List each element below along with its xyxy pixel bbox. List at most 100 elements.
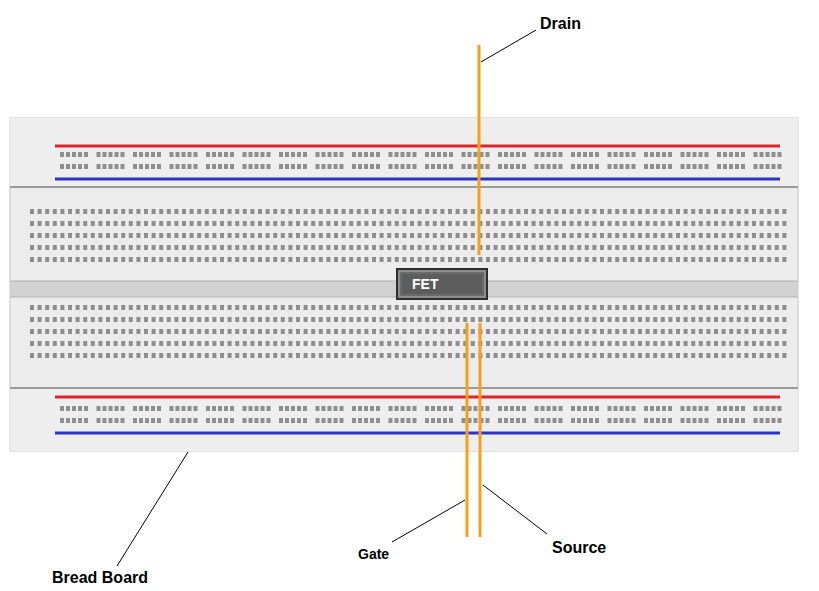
- breadboard-hole: [486, 406, 490, 411]
- breadboard-hole: [760, 257, 764, 262]
- breadboard-hole: [395, 329, 399, 334]
- negative-rail-line: [55, 178, 780, 181]
- breadboard-hole: [342, 329, 346, 334]
- breadboard-hole: [235, 209, 239, 214]
- breadboard-hole: [76, 221, 80, 226]
- breadboard-hole: [425, 353, 429, 358]
- breadboard-hole: [304, 305, 308, 310]
- breadboard-hole: [152, 341, 156, 346]
- breadboard-hole: [778, 418, 782, 423]
- hole-grid: [30, 152, 786, 423]
- breadboard-hole: [676, 341, 680, 346]
- breadboard-hole: [342, 317, 346, 322]
- breadboard-hole: [136, 329, 140, 334]
- breadboard-hole: [212, 406, 216, 411]
- breadboard-hole: [614, 418, 618, 423]
- breadboard-hole: [364, 209, 368, 214]
- breadboard-hole: [45, 317, 49, 322]
- breadboard-hole: [364, 341, 368, 346]
- breadboard-hole: [291, 418, 295, 423]
- breadboard-hole: [401, 164, 405, 169]
- breadboard-hole: [410, 341, 414, 346]
- breadboard-hole: [326, 329, 330, 334]
- breadboard-hole: [205, 341, 209, 346]
- breadboard-hole: [53, 245, 57, 250]
- breadboard-hole: [615, 233, 619, 238]
- breadboard-hole: [311, 305, 315, 310]
- breadboard-hole: [109, 164, 113, 169]
- breadboard-hole: [76, 329, 80, 334]
- breadboard-hole: [114, 233, 118, 238]
- breadboard-hole: [722, 257, 726, 262]
- fet-package: FET: [396, 268, 488, 300]
- breadboard-hole: [661, 233, 665, 238]
- breadboard-hole: [620, 418, 624, 423]
- breadboard-hole: [413, 406, 417, 411]
- breadboard-hole: [285, 418, 289, 423]
- breadboard-hole: [182, 152, 186, 157]
- breadboard-hole: [159, 245, 163, 250]
- breadboard-hole: [644, 406, 648, 411]
- breadboard-hole: [190, 341, 194, 346]
- breadboard-hole: [228, 305, 232, 310]
- breadboard-hole: [129, 221, 133, 226]
- breadboard-hole: [589, 152, 593, 157]
- breadboard-hole: [129, 353, 133, 358]
- breadboard-hole: [547, 221, 551, 226]
- breadboard-hole: [322, 152, 326, 157]
- breadboard-hole: [129, 305, 133, 310]
- breadboard-hole: [615, 353, 619, 358]
- breadboard-hole: [121, 353, 125, 358]
- breadboard-hole: [562, 341, 566, 346]
- breadboard-hole: [83, 233, 87, 238]
- breadboard-hole: [60, 152, 64, 157]
- breadboard-hole: [547, 329, 551, 334]
- breadboard-hole: [638, 341, 642, 346]
- breadboard-hole: [539, 353, 543, 358]
- breadboard-hole: [334, 152, 338, 157]
- breadboard-hole: [585, 341, 589, 346]
- breadboard-hole: [614, 152, 618, 157]
- breadboard-hole: [562, 221, 566, 226]
- breadboard-hole: [714, 305, 718, 310]
- breadboard-hole: [319, 329, 323, 334]
- breadboard-hole: [532, 245, 536, 250]
- breadboard-hole: [121, 341, 125, 346]
- breadboard-hole: [744, 257, 748, 262]
- breadboard-hole: [349, 317, 353, 322]
- breadboard-hole: [562, 257, 566, 262]
- breadboard-hole: [570, 245, 574, 250]
- breadboard-hole: [38, 245, 42, 250]
- breadboard-hole: [401, 418, 405, 423]
- breadboard-hole: [449, 406, 453, 411]
- breadboard-hole: [413, 152, 417, 157]
- breadboard-hole: [297, 406, 301, 411]
- breadboard-hole: [109, 406, 113, 411]
- breadboard-hole: [553, 164, 557, 169]
- breadboard-hole: [45, 245, 49, 250]
- breadboard-hole: [547, 341, 551, 346]
- breadboard-hole: [418, 221, 422, 226]
- breadboard-hole: [115, 152, 119, 157]
- breadboard-hole: [45, 305, 49, 310]
- breadboard-hole: [782, 317, 786, 322]
- breadboard-hole: [486, 329, 490, 334]
- breadboard-hole: [144, 245, 148, 250]
- breadboard-hole: [418, 341, 422, 346]
- breadboard-hole: [106, 233, 110, 238]
- breadboard-hole: [676, 209, 680, 214]
- breadboard-hole: [524, 305, 528, 310]
- breadboard-hole: [585, 305, 589, 310]
- breadboard-hole: [372, 221, 376, 226]
- breadboard-hole: [220, 341, 224, 346]
- breadboard-hole: [357, 245, 361, 250]
- breadboard-hole: [699, 152, 703, 157]
- breadboard-hole: [729, 353, 733, 358]
- breadboard-hole: [311, 257, 315, 262]
- breadboard-hole: [782, 305, 786, 310]
- breadboard-hole: [744, 305, 748, 310]
- breadboard-hole: [775, 209, 779, 214]
- breadboard-hole: [547, 245, 551, 250]
- breadboard-hole: [608, 164, 612, 169]
